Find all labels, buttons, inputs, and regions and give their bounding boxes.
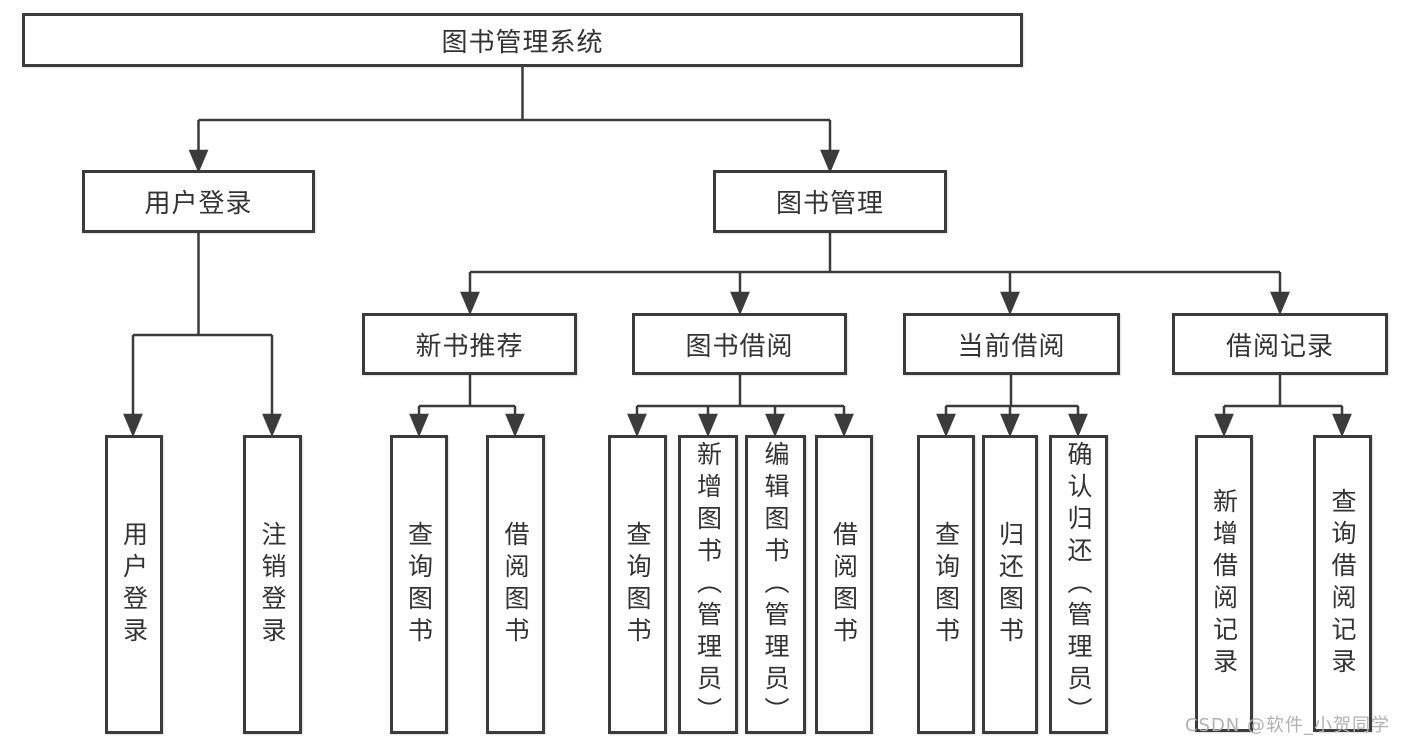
node-borrow-books-under-borrowing: 借阅图书	[815, 435, 873, 734]
node-label: 借阅图书	[501, 520, 530, 649]
node-label: 编辑图书（管理员）	[761, 440, 790, 729]
connector-current-borrowing-to-leaves	[936, 374, 1088, 438]
node-add-book-admin: 新增图书（管理员）	[678, 435, 738, 734]
node-add-borrow-record: 新增借阅记录	[1195, 435, 1253, 732]
node-user-login-leaf: 用户登录	[105, 435, 163, 734]
node-label: 图书借阅	[685, 331, 794, 362]
node-edit-book-admin: 编辑图书（管理员）	[745, 435, 806, 734]
node-label: 当前借阅	[957, 331, 1066, 362]
node-label: 查询借阅记录	[1328, 487, 1357, 680]
node-label: 新增图书（管理员）	[693, 440, 723, 729]
node-query-books-under-borrowing: 查询图书	[608, 435, 667, 734]
node-label: 归还图书	[995, 520, 1025, 649]
connector-user-login-to-leaves	[123, 233, 282, 438]
node-return-books: 归还图书	[982, 435, 1038, 734]
node-user-login: 用户登录	[82, 170, 315, 233]
node-confirm-return-admin: 确认归还（管理员）	[1049, 435, 1108, 734]
node-label: 确认归还（管理员）	[1064, 440, 1093, 729]
node-label: 查询图书	[623, 520, 652, 649]
node-label: 用户登录	[119, 520, 149, 649]
csdn-watermark: CSDN @软件_小贺同学	[1184, 715, 1390, 736]
node-book-management: 图书管理	[713, 170, 947, 233]
connector-book-management-to-level3	[460, 233, 1290, 316]
connector-borrowing-records-to-leaves	[1214, 375, 1352, 438]
node-borrow-books-under-recommend: 借阅图书	[486, 435, 545, 734]
node-label: 查询图书	[931, 520, 961, 649]
node-label: 查询图书	[404, 520, 434, 649]
node-label: 图书管理	[775, 189, 884, 219]
node-library-management-system: 图书管理系统	[22, 13, 1023, 67]
node-label: 新书推荐	[415, 331, 524, 362]
connector-book-borrowing-to-leaves	[627, 374, 854, 438]
node-label: 用户登录	[144, 189, 253, 219]
node-query-books-under-recommend: 查询图书	[390, 435, 448, 734]
node-label: 注销登录	[258, 520, 287, 649]
node-label: 新增借阅记录	[1209, 487, 1239, 680]
node-label: 借阅图书	[829, 520, 859, 649]
node-book-borrowing: 图书借阅	[632, 313, 847, 375]
node-query-borrow-record: 查询借阅记录	[1313, 435, 1372, 732]
node-label: 借阅记录	[1225, 331, 1334, 362]
node-query-books-under-current: 查询图书	[917, 435, 975, 734]
node-label: 图书管理系统	[441, 27, 604, 58]
node-borrowing-records: 借阅记录	[1172, 313, 1388, 375]
node-current-borrowing: 当前借阅	[903, 313, 1120, 375]
node-logout-leaf: 注销登录	[243, 435, 302, 734]
connector-new-book-recommend-to-leaves	[409, 374, 525, 438]
node-new-book-recommend: 新书推荐	[362, 313, 577, 375]
connector-root-to-level2	[188, 66, 840, 174]
